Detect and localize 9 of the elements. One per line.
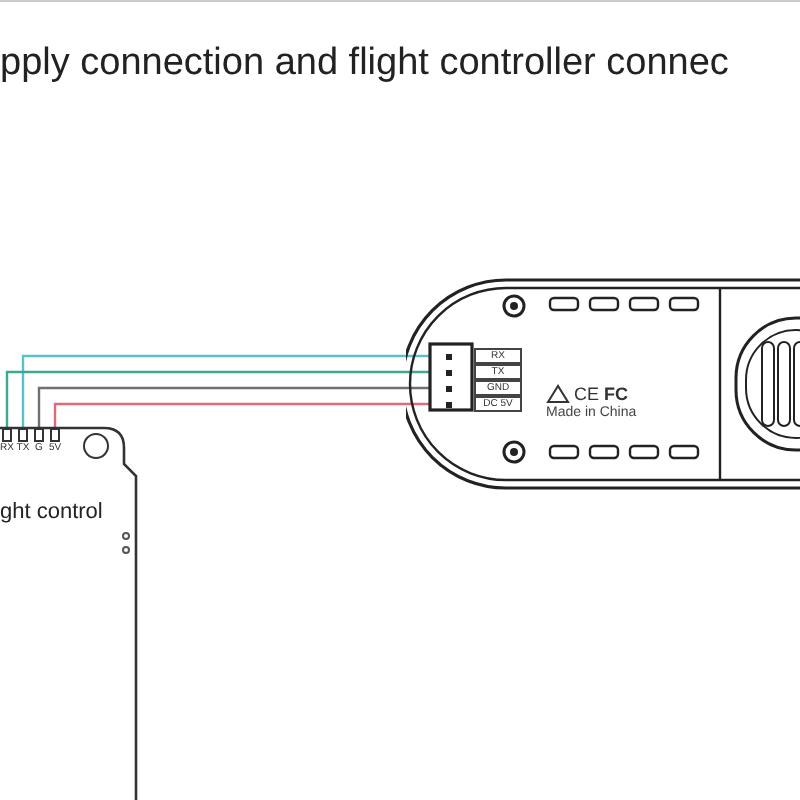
certification-mark: CE <box>574 384 600 404</box>
wire <box>53 402 430 428</box>
wire <box>21 354 430 428</box>
title: pply connection and flight controller connec <box>0 40 729 88</box>
certification-mark: FC <box>604 384 628 404</box>
wire <box>37 386 430 428</box>
camera-body <box>406 278 800 490</box>
wire <box>5 370 430 428</box>
board-label: ght control <box>0 498 103 528</box>
